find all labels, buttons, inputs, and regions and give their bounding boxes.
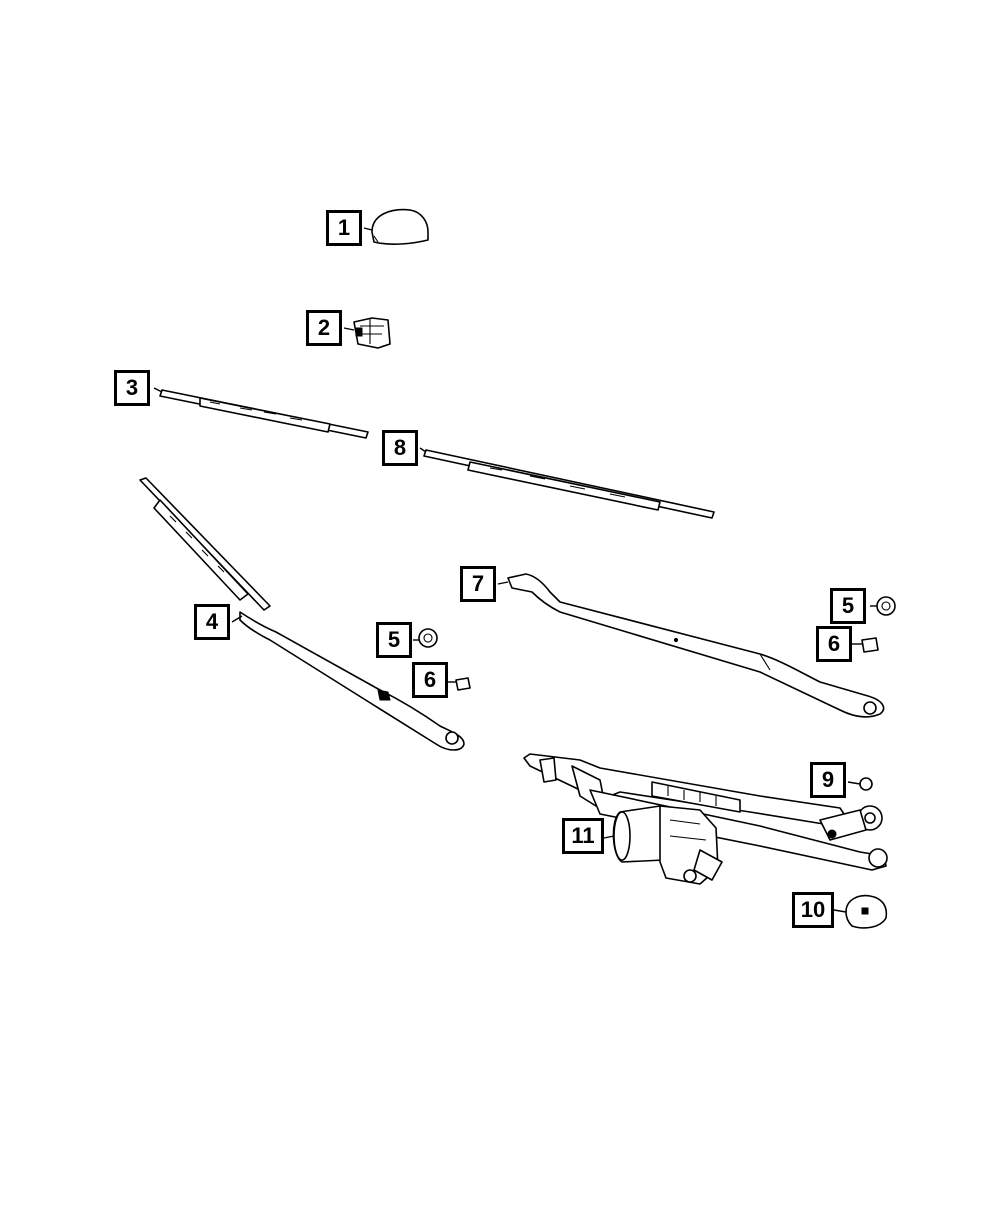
callout-6-right: 6	[816, 626, 852, 662]
part-6-washer-left	[448, 677, 471, 691]
callout-1: 1	[326, 210, 362, 246]
part-8-wiper-blade	[419, 447, 715, 519]
part-5-nut-right	[870, 596, 896, 616]
callout-2: 2	[306, 310, 342, 346]
callout-6-left: 6	[412, 662, 448, 698]
part-11-wiper-linkage-motor	[523, 753, 888, 885]
part-4-wiper-arm-left	[139, 477, 465, 751]
part-6-washer-right	[852, 637, 879, 653]
part-2-adapter-clip	[343, 317, 391, 349]
callout-9: 9	[810, 762, 846, 798]
part-10-cover	[833, 894, 888, 929]
callout-5-right: 5	[830, 588, 866, 624]
callout-8: 8	[382, 430, 418, 466]
callout-5-left: 5	[376, 622, 412, 658]
part-3-wiper-blade	[153, 387, 369, 439]
part-1-arm-cap	[363, 208, 429, 245]
callout-4: 4	[194, 604, 230, 640]
callout-3: 3	[114, 370, 150, 406]
callout-11: 11	[562, 818, 604, 854]
callout-7: 7	[460, 566, 496, 602]
part-7-wiper-arm-right	[497, 573, 885, 718]
part-5-nut-left	[413, 628, 438, 648]
part-9-nut	[847, 777, 873, 791]
callout-10: 10	[792, 892, 834, 928]
